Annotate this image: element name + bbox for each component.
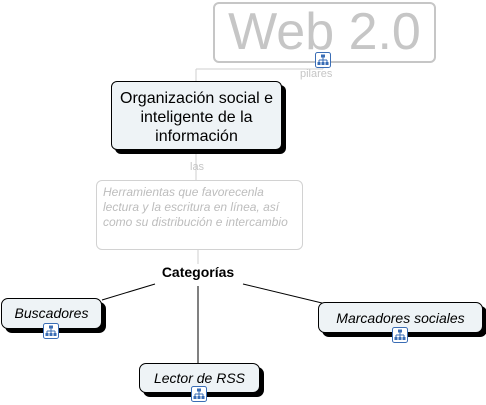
link-label-pilares: pilares	[300, 68, 333, 80]
submap-icon[interactable]	[43, 323, 59, 339]
tools-node[interactable]: Herramientas que favorecenla lectura y l…	[96, 180, 303, 250]
org-node[interactable]: Organización social e inteligente de la …	[111, 81, 282, 150]
submap-icon[interactable]	[315, 52, 331, 68]
node-marcadores-sociales[interactable]: Marcadores sociales	[318, 302, 483, 333]
link-label-las: las	[190, 161, 205, 173]
node-buscadores-text: Buscadores	[14, 305, 89, 321]
node-marcadores-text: Marcadores sociales	[336, 310, 465, 326]
categories-label: Categorías	[161, 264, 235, 280]
node-lector-text: Lector de RSS	[153, 370, 246, 386]
node-lector-rss[interactable]: Lector de RSS	[139, 363, 260, 393]
org-node-text: Organización social e inteligente de la …	[120, 90, 273, 145]
submap-icon[interactable]	[191, 386, 207, 402]
submap-icon[interactable]	[392, 327, 408, 343]
web20-title-text: Web 2.0	[228, 3, 421, 61]
tools-node-text: Herramientas que favorecenla lectura y l…	[103, 185, 288, 229]
